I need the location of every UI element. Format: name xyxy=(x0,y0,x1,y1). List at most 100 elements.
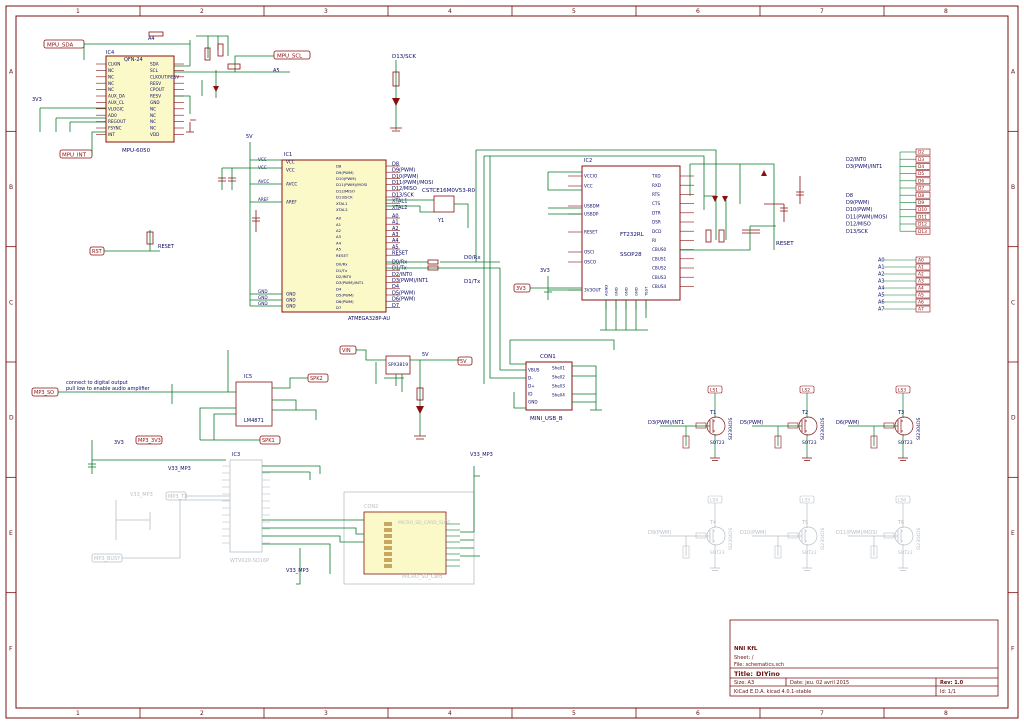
mpu6050-chip[interactable] xyxy=(105,55,175,143)
regulator-chip[interactable] xyxy=(385,355,411,375)
atmega328p-chip[interactable] xyxy=(281,159,387,313)
ftdi-pin-bottom: GND xyxy=(624,287,629,296)
mcu-port-pin: D0/Rx xyxy=(336,262,348,267)
mcu-5v: 5V xyxy=(246,134,253,140)
mcu-port-net: D9(PWM) xyxy=(392,168,415,174)
sd-contact xyxy=(384,546,392,550)
digital-header-net: D2/INT0 xyxy=(846,157,866,163)
usb-block: CON1 MINI_USB_B VBUSD-D+IDGNDShell1Shell… xyxy=(483,156,615,422)
analog-header-tag: A0 xyxy=(918,258,924,264)
ftdi-pin-right: CTS xyxy=(652,201,660,206)
mpu-pin-right: NC xyxy=(150,113,156,118)
sd-contact xyxy=(384,540,392,544)
usb-shell-pin: Shell3 xyxy=(552,384,565,389)
mpu-3v3: 3V3 xyxy=(32,97,42,103)
mini-usb-connector[interactable] xyxy=(525,361,573,411)
ftdi-pin-left: USBDP xyxy=(584,212,599,217)
mcu-port-pin: D6(PWM) xyxy=(336,299,354,304)
spk2-label: SPK2 xyxy=(310,376,323,382)
mosfet-name: SI2304DS xyxy=(916,418,922,440)
mp3-3v3-power: 3V3 xyxy=(114,440,124,446)
border-col-label-top: 3 xyxy=(324,8,328,15)
power-block: VIN SPX3819 5V 5V xyxy=(339,345,473,440)
mcu-power-pin: VCC xyxy=(286,168,295,173)
mcu-port-pin: D9(PWM) xyxy=(336,170,354,175)
d13-led-block: D13/SCK xyxy=(390,54,416,132)
headers-block: D2D3D2/INT0D4D3(PWM)/INT1D5D6D7D8D8D9D9(… xyxy=(846,148,931,313)
mcu-power-net: VCC xyxy=(258,165,267,170)
sd-ref: CON2 xyxy=(364,504,378,510)
mosfet-ls-label: LS4 xyxy=(710,498,718,504)
border-col-label-top: 1 xyxy=(76,8,80,15)
mcu-power-pin: GND xyxy=(286,298,296,303)
mpu-pin-right: RESV xyxy=(150,81,161,86)
digital-header-net: D13/SCK xyxy=(846,229,869,235)
mosfet-ref: T4 xyxy=(709,520,716,526)
mcu-power-pin: AVCC xyxy=(286,182,297,187)
border-col-label-bottom: 1 xyxy=(76,710,80,717)
mosfet-name: SI2304DS xyxy=(916,528,922,550)
analog-header-net: A7 xyxy=(878,307,885,313)
digital-header-tag: D12 xyxy=(918,222,927,228)
analog-header-net: A0 xyxy=(878,258,885,264)
mosfet-ref: T6 xyxy=(897,520,904,526)
lm4871-chip[interactable] xyxy=(235,381,273,427)
sd-name: MICRO_SD_Card xyxy=(402,574,442,580)
analog-header-net: A4 xyxy=(878,286,885,292)
mpu-pin-left: CLKIN xyxy=(108,62,120,67)
digital-header-net: D11(PWM)/MOSI xyxy=(846,214,887,220)
mcu-port-net: A4 xyxy=(392,238,399,244)
wtv020-chip[interactable] xyxy=(229,459,263,553)
mpu-pin-left: AUX_DA xyxy=(108,94,125,99)
mcu-port-net: D13/SCK xyxy=(392,192,415,198)
usb-name: MINI_USB_B xyxy=(530,416,563,422)
mpu-pin-right: CPOUT xyxy=(150,87,165,92)
v5-tag: 5V xyxy=(460,359,467,365)
amp-name: LM4871 xyxy=(244,418,264,424)
mcu-port-net: D10(PWM) xyxy=(392,174,418,180)
net-rx: D0/Rx xyxy=(464,255,481,261)
ftdi-pin-right: CBUS4 xyxy=(652,284,667,289)
mcu-port-net: D6(PWM) xyxy=(392,297,415,303)
digital-header-tag: D13 xyxy=(918,229,927,235)
usb-pin: ID xyxy=(528,392,532,397)
ftdi-pin-right: RXD xyxy=(652,183,661,188)
vin-label: VIN xyxy=(342,348,351,354)
mosfet-name: SI2304DS xyxy=(728,528,734,550)
mosfet-pkg: SOT23 xyxy=(710,550,725,556)
digital-header-net: D10(PWM) xyxy=(846,207,872,213)
tb-file: File: schematics.sch xyxy=(734,662,784,668)
ftdi-pin-right: DTR xyxy=(652,210,661,215)
ftdi-pin-left: 3V3OUT xyxy=(584,288,602,293)
ftdi-pin-right: DSR xyxy=(652,220,661,225)
digital-header-tag: D11 xyxy=(918,214,927,220)
border-row-label-left: B xyxy=(9,184,13,191)
mcu-power-net: AREF xyxy=(258,197,269,202)
border-col-label-bottom: 5 xyxy=(572,710,576,717)
mcu-power-net: VCC xyxy=(258,157,267,162)
mpu-name: MPU-6050 xyxy=(122,148,151,154)
mcu-port-pin: XTAL2 xyxy=(336,207,348,212)
ftdi-ref: IC2 xyxy=(584,158,592,164)
amp-ref: IC5 xyxy=(244,374,252,380)
analog-header-net: A2 xyxy=(878,272,885,278)
micro-sd-slot[interactable] xyxy=(363,511,447,575)
ft232rl-chip[interactable] xyxy=(581,165,681,301)
analog-header-net: A3 xyxy=(878,279,885,285)
analog-header-net: A5 xyxy=(878,293,885,299)
mp3-block: MP3_SO connect to digital output pull lo… xyxy=(31,350,493,585)
mcu-power-net: GND xyxy=(258,295,268,300)
ftdi-pin-right: CBUS2 xyxy=(652,266,667,271)
digital-header-tag: D10 xyxy=(918,207,927,213)
reg-5v: 5V xyxy=(422,352,429,358)
border-row-label-right: D xyxy=(1011,415,1016,422)
border-row-label-right: B xyxy=(1011,184,1015,191)
mp3-tx-label: MP3_TX xyxy=(168,494,188,500)
